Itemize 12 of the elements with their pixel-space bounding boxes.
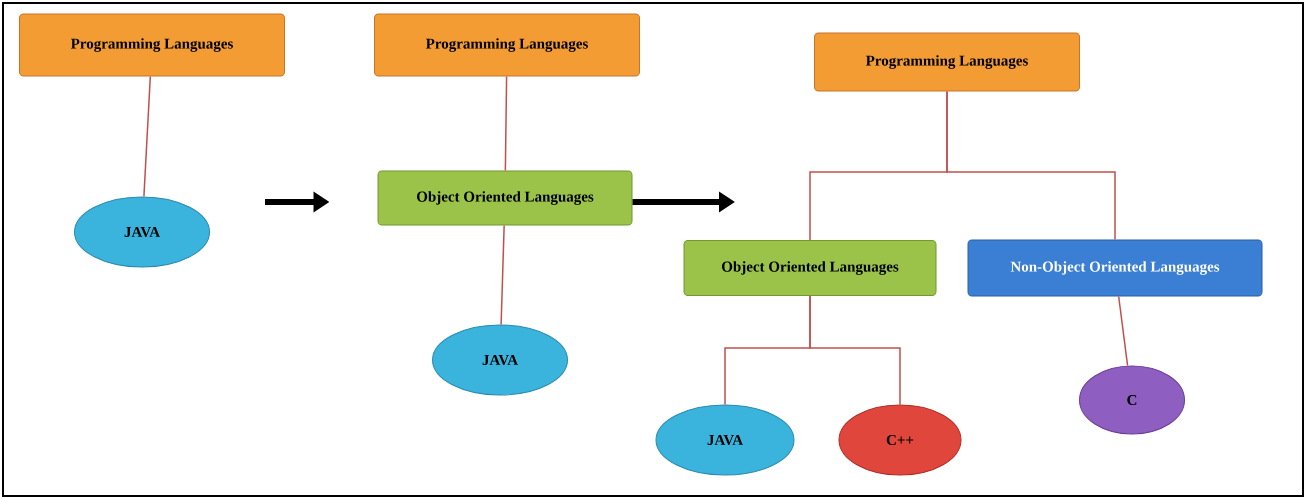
category-box: Object Oriented Languages [683, 240, 937, 296]
category-box: Programming Languages [374, 13, 640, 77]
connector-line [1117, 295, 1129, 367]
connector-line [143, 75, 152, 198]
category-box: Programming Languages [814, 32, 1080, 92]
category-box: Non-Object Oriented Languages [967, 239, 1263, 297]
connector-line [809, 295, 901, 406]
connector-line [504, 75, 508, 172]
connector-line [946, 90, 1116, 241]
connector-line [500, 224, 505, 326]
category-box: Object Oriented Languages [377, 170, 633, 226]
category-box: Programming Languages [19, 13, 285, 77]
